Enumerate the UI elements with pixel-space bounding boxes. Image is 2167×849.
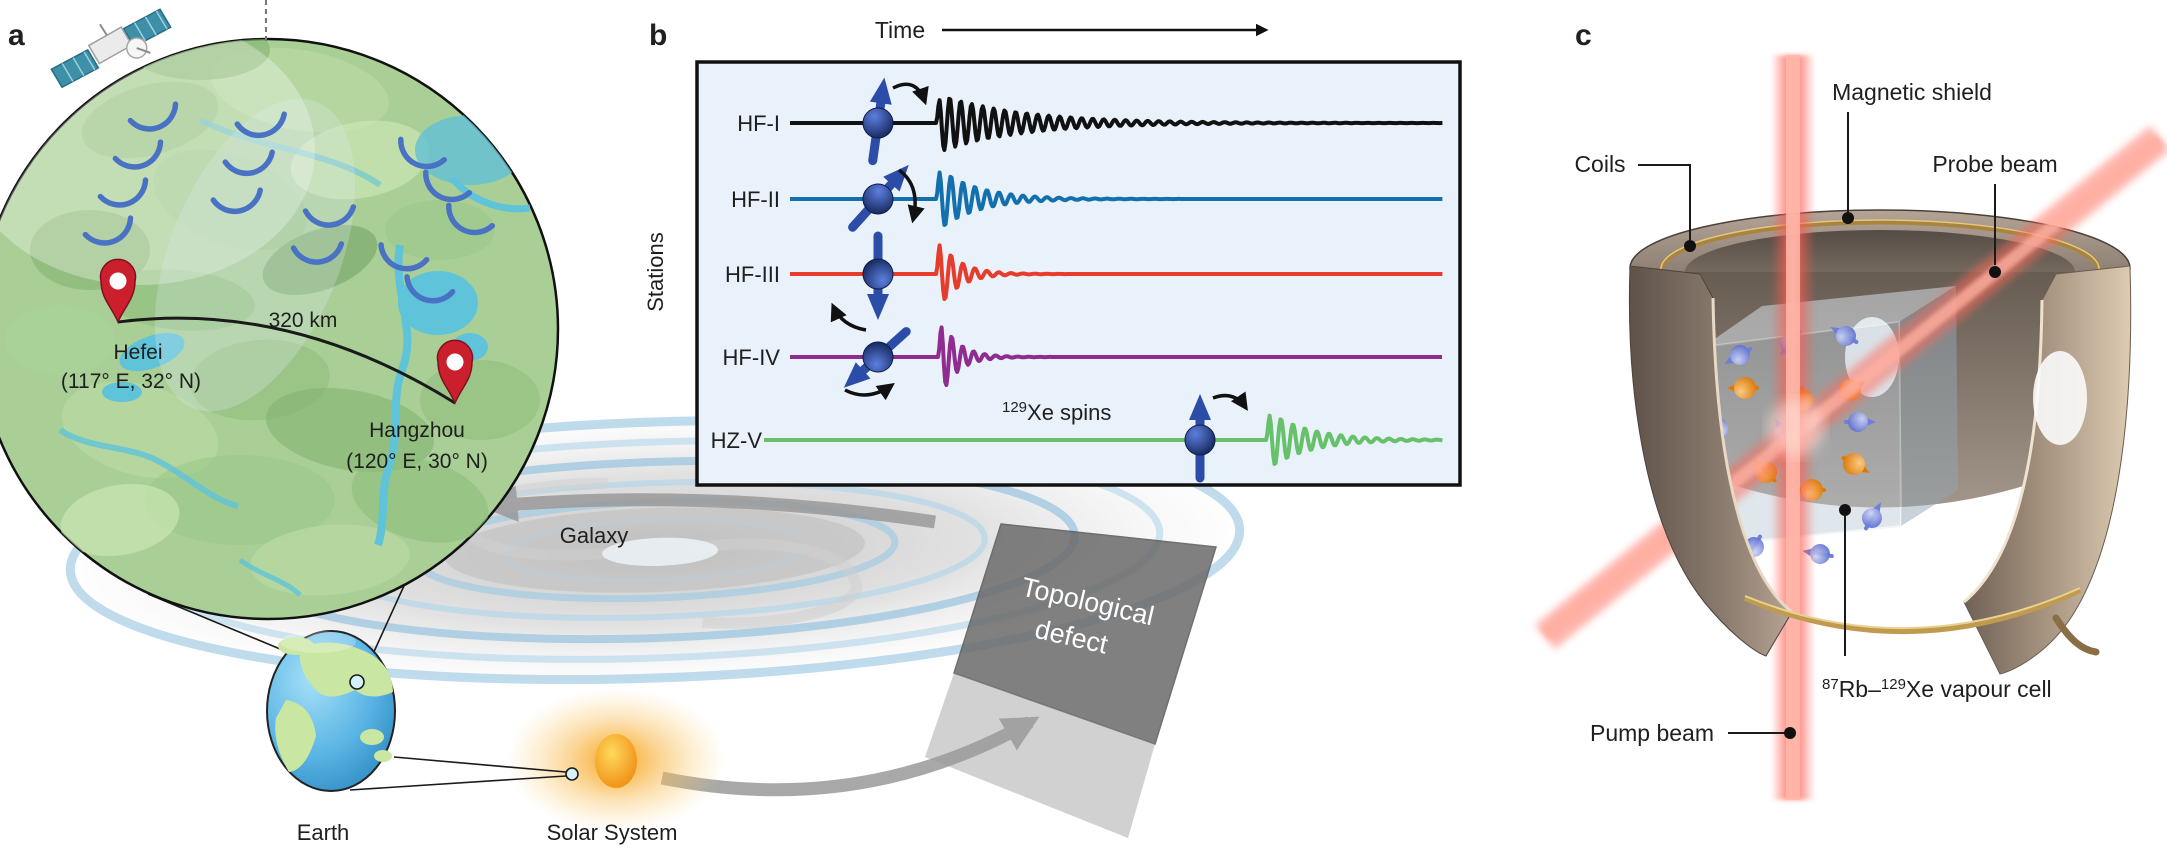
hefei-coords-label: (117° E, 32° N)	[61, 370, 201, 393]
xe-atom-icon	[1724, 345, 1753, 365]
sun-zoom-marker	[565, 767, 579, 781]
signal-trace-HF-IV	[790, 325, 1443, 387]
river	[374, 244, 412, 547]
lake	[102, 382, 142, 402]
spin-rotation-arrow-icon	[844, 382, 895, 401]
panel-c-letter: c	[1575, 19, 1592, 52]
pump-beam-leader-dot	[1784, 727, 1796, 739]
shield-cut-edge	[1963, 299, 2044, 604]
satellite-icon	[50, 8, 172, 89]
beam-port-hole	[2033, 351, 2087, 445]
rb-atom-icon	[1841, 453, 1870, 475]
spin-icon-HF-III	[862, 231, 894, 320]
vapour-cell-label-sup1: 87	[1822, 676, 1839, 693]
probe-beam-label: Probe beam	[1932, 151, 2057, 177]
station-label-HF-III: HF-III	[725, 262, 780, 287]
magnetic-shield-label: Magnetic shield	[1832, 79, 1992, 105]
spin-icon-HF-II	[848, 164, 909, 232]
station-label-HF-II: HF-II	[731, 187, 780, 212]
hangzhou-city-label: Hangzhou	[369, 419, 465, 442]
panel-b: Time Stations HF-I HF-II HF-III HF-IV HZ-V 1…	[643, 17, 1462, 487]
signal-trace-HF-II	[790, 170, 1444, 227]
panel-b-letter: b	[649, 19, 667, 52]
earth-label: Earth	[297, 820, 350, 845]
panel-c: Coils Magnetic shield Probe beam 87Rb–12…	[1535, 19, 2167, 800]
hangzhou-pin-icon	[436, 339, 474, 405]
radio-wave-arcs-icon	[82, 101, 496, 304]
station-label-HF-IV: HF-IV	[723, 345, 781, 370]
shield-cut-edge	[1711, 297, 1793, 614]
coils-leader-line	[1638, 164, 1691, 240]
river	[198, 117, 382, 188]
hangzhou-coords-label: (120° E, 30° N)	[346, 450, 488, 473]
station-label-HZ-V: HZ-V	[711, 428, 763, 453]
spin-rotation-arrow-icon	[897, 168, 925, 224]
pump-beam-label: Pump beam	[1590, 720, 1714, 746]
baseline-arc	[117, 316, 456, 405]
galaxy-core	[602, 537, 719, 566]
lake	[119, 332, 185, 372]
spin-icon-HZ-V	[1184, 394, 1216, 483]
galaxy-rotation-arrow-icon	[481, 485, 936, 529]
vapour-cell-leader-dot	[1839, 504, 1851, 516]
probe-beam-leader-dot	[1989, 266, 2001, 278]
zoom-cone-line	[349, 775, 567, 791]
coil-lead-icon	[2052, 614, 2100, 656]
map-terrain	[5, 39, 540, 596]
hefei-pin-icon	[99, 258, 137, 324]
spin-rotation-arrow-icon	[830, 302, 867, 332]
coils-leader-dot	[1684, 240, 1696, 252]
rb-atom-icon	[1727, 377, 1759, 399]
xe-spins-label: 129Xe spins	[1002, 399, 1111, 425]
map-circle: 320 km Hefei (117° E, 32° N) Hangzhou (1…	[0, 37, 560, 621]
xe-atom-icon	[1862, 502, 1882, 531]
coils-label: Coils	[1574, 151, 1625, 177]
vapour-cell-label-sup2: 129	[1881, 676, 1906, 693]
hefei-city-label: Hefei	[113, 341, 162, 364]
lake	[415, 115, 525, 185]
beam-crossing-glow	[1768, 400, 1824, 456]
zoom-cone-line	[393, 756, 567, 773]
vapour-cell-label-part1: Rb–	[1839, 676, 1881, 702]
galaxy-label: Galaxy	[560, 523, 628, 548]
station-label-HF-I: HF-I	[737, 111, 780, 136]
vapour-cell-label-part2: Xe vapour cell	[1906, 676, 2052, 702]
time-axis-label: Time	[875, 17, 925, 43]
earth-globe	[266, 630, 396, 792]
spin-rotation-arrow-icon	[892, 82, 929, 106]
vapour-cell-label: 87Rb–129Xe vapour cell	[1822, 676, 2052, 702]
xe-atom-icon	[1844, 412, 1876, 432]
distance-label: 320 km	[269, 309, 338, 332]
spin-rotation-arrow-icon	[1212, 391, 1248, 411]
stations-axis-label: Stations	[643, 232, 668, 312]
spin-icon-HF-IV	[843, 327, 911, 388]
xe-spins-label-sup: 129	[1002, 399, 1027, 416]
xe-spins-label-text: Xe spins	[1027, 400, 1111, 425]
spin-icon-HF-I	[862, 77, 894, 166]
topological-defect-plane: Topological defect	[925, 523, 1217, 838]
panel-a-letter: a	[8, 19, 25, 52]
station-traces: HF-I HF-II HF-III HF-IV HZ-V	[711, 77, 1444, 483]
river	[449, 175, 531, 213]
coil-ring-bottom-icon	[1743, 587, 2082, 635]
signal-trace-HF-III	[790, 243, 1444, 301]
river	[238, 557, 302, 597]
xe-atom-icon	[1830, 326, 1859, 346]
signal-trace-HF-I	[790, 96, 1444, 152]
sun-icon	[506, 688, 726, 832]
beam-haze	[154, 98, 356, 412]
magnetic-shield-leader-dot	[1842, 212, 1854, 224]
signal-trace-HZ-V	[764, 413, 1444, 466]
solar-system-label: Solar System	[547, 820, 678, 845]
river	[58, 427, 239, 509]
earth-zoom-marker	[349, 674, 365, 690]
